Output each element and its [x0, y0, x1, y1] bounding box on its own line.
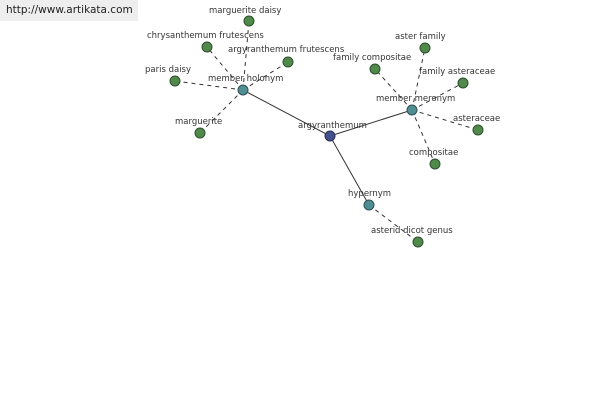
- edge-member-meronym-to-asteraceae: [411, 109, 479, 131]
- edge-member-holonym-to-marguerite: [199, 89, 244, 134]
- node-paris-daisy[interactable]: [169, 75, 181, 87]
- edge-member-meronym-to-compositae: [411, 109, 436, 165]
- node-label-family-compositae[interactable]: family compositae: [333, 53, 411, 63]
- node-hypernym[interactable]: [363, 199, 375, 211]
- node-asteraceae[interactable]: [472, 124, 484, 136]
- edge-member-holonym-to-chrysanthemum-frutescens: [206, 46, 244, 91]
- node-argyranthemum[interactable]: [324, 130, 336, 142]
- node-label-marguerite[interactable]: marguerite: [175, 117, 222, 127]
- edge-member-meronym-to-family-asteraceae: [411, 82, 464, 111]
- labels-layer: argyranthemum member holonym member merony…: [145, 6, 500, 236]
- edge-member-holonym-to-argyranthemum-frutescens: [242, 61, 289, 91]
- node-label-aster-family[interactable]: aster family: [395, 32, 446, 42]
- edge-argyranthemum-to-member-meronym: [329, 109, 413, 137]
- edge-argyranthemum-to-hypernym: [329, 135, 370, 206]
- edges-layer: [174, 20, 479, 243]
- node-chrysanthemum-frutescens[interactable]: [201, 41, 213, 53]
- node-marguerite[interactable]: [194, 127, 206, 139]
- node-label-asterid-dicot-genus[interactable]: asterid dicot genus: [371, 226, 453, 236]
- node-asterid-dicot-genus[interactable]: [412, 236, 424, 248]
- node-label-hypernym[interactable]: hypernym: [348, 189, 391, 199]
- node-label-family-asteraceae[interactable]: family asteraceae: [419, 67, 495, 77]
- node-label-member-meronym[interactable]: member meronym: [376, 94, 455, 104]
- edge-hypernym-to-asterid-dicot-genus: [368, 204, 419, 243]
- node-member-holonym[interactable]: [237, 84, 249, 96]
- node-label-argyranthemum-frutescens[interactable]: argyranthemum frutescens: [228, 45, 345, 55]
- node-family-asteraceae[interactable]: [457, 77, 469, 89]
- node-marguerite-daisy[interactable]: [243, 15, 255, 27]
- edge-member-meronym-to-aster-family: [411, 47, 426, 111]
- edge-member-meronym-to-family-compositae: [374, 68, 413, 111]
- node-label-asteraceae[interactable]: asteraceae: [453, 114, 500, 124]
- node-compositae[interactable]: [429, 158, 441, 170]
- node-label-compositae[interactable]: compositae: [409, 148, 458, 158]
- node-label-chrysanthemum-frutescens[interactable]: chrysanthemum frutescens: [147, 31, 264, 41]
- node-label-marguerite-daisy[interactable]: marguerite daisy: [209, 6, 281, 16]
- edge-member-holonym-to-paris-daisy: [174, 80, 244, 91]
- node-label-argyranthemum[interactable]: argyranthemum: [298, 121, 367, 131]
- node-member-meronym[interactable]: [406, 104, 418, 116]
- node-argyranthemum-frutescens[interactable]: [282, 56, 294, 68]
- nodes-layer: [169, 15, 484, 248]
- edge-member-holonym-to-marguerite-daisy: [242, 20, 250, 91]
- site-url-link[interactable]: http://www.artikata.com: [0, 0, 138, 21]
- node-aster-family[interactable]: [419, 42, 431, 54]
- edge-argyranthemum-to-member-holonym: [242, 89, 331, 137]
- node-label-member-holonym[interactable]: member holonym: [208, 74, 283, 84]
- node-label-paris-daisy[interactable]: paris daisy: [145, 65, 191, 75]
- node-family-compositae[interactable]: [369, 63, 381, 75]
